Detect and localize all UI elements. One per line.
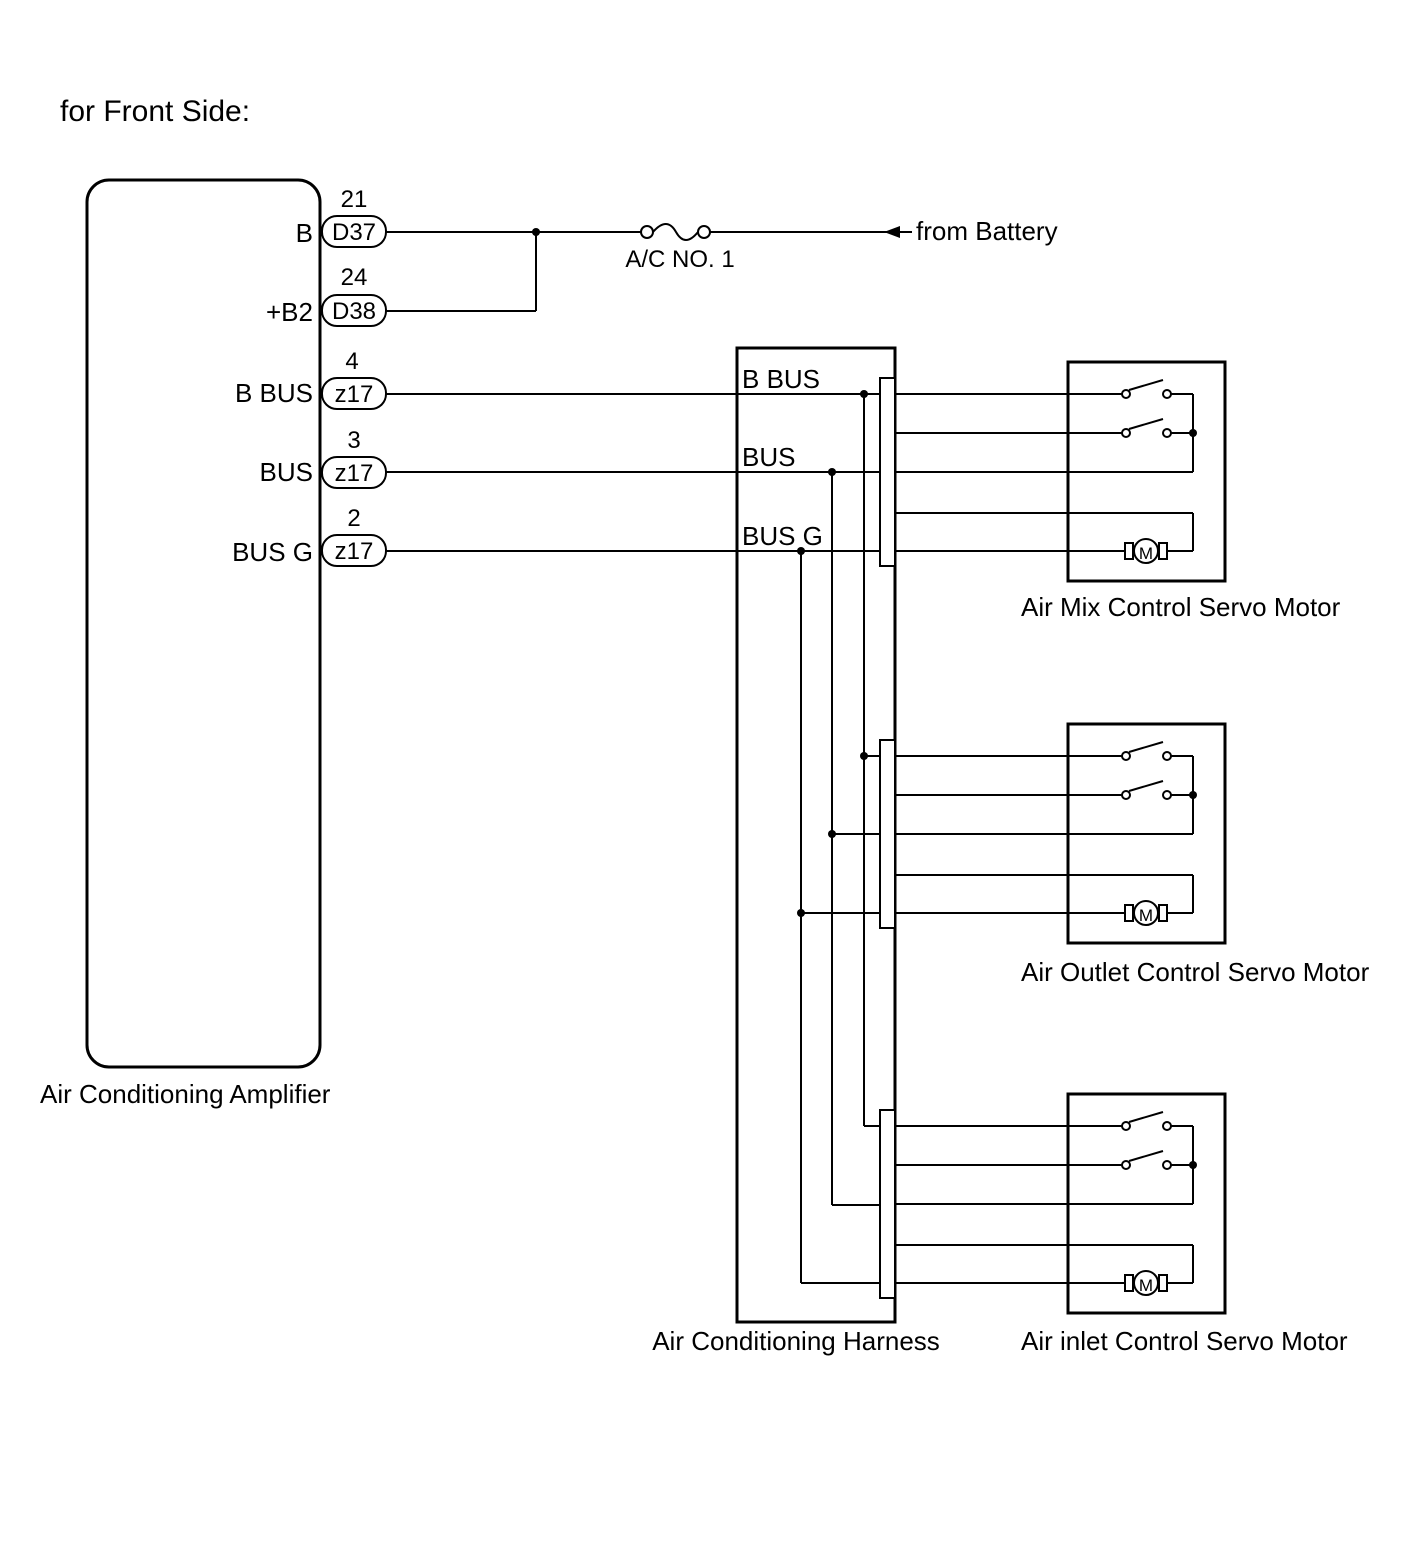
switch-icon [1128,379,1164,391]
motor-box [1066,722,1227,945]
harness-connector [879,1109,896,1299]
motor-box [1066,1092,1227,1315]
harness-connector [879,739,896,929]
connector-label-d37: D37 [332,219,376,246]
junction-dot [860,752,868,760]
connector-label-d38: D38 [332,298,376,325]
switch-icon [1128,1111,1164,1123]
fuse-icon [652,223,699,241]
fuse-terminal [640,225,654,239]
connector-label-z17-4: z17 [335,381,374,408]
junction-dot [860,390,868,398]
svg-text:M: M [1139,1276,1153,1295]
servo-module-air-outlet: M Air Outlet Control Servo Motor [879,722,1370,987]
amplifier-box [85,178,322,1069]
pin-number-21: 21 [341,186,368,213]
motor-label-air-outlet: Air Outlet Control Servo Motor [1021,957,1370,987]
switch-icon [1128,418,1164,430]
fuse-label: A/C NO. 1 [625,246,734,273]
junction-dot [828,468,836,476]
page-title: for Front Side: [60,95,250,128]
junction-dot [797,909,805,917]
motor-box [1066,360,1227,583]
junction-dot [532,228,540,236]
arrow-icon [884,226,900,238]
pin-number-2: 2 [347,505,360,532]
motor-label-air-inlet: Air inlet Control Servo Motor [1021,1326,1348,1356]
motor-label-air-mix: Air Mix Control Servo Motor [1021,592,1341,622]
connector-label-z17-3: z17 [335,460,374,487]
terminal-label-b2: +B2 [266,297,313,327]
switch-icon [1128,741,1164,753]
pin-number-4: 4 [345,348,358,375]
servo-module-air-inlet: M Air inlet Control Servo Motor [879,1092,1348,1356]
harness-label: Air Conditioning Harness [652,1326,940,1356]
junction-dot [797,547,805,555]
connector-label-z17-2: z17 [335,538,374,565]
pin-number-3: 3 [347,427,360,454]
svg-text:M: M [1139,906,1153,925]
motor-icon [1133,900,1159,926]
pin-number-24: 24 [341,264,368,291]
harness-line-bus: BUS [742,442,795,472]
junction-dot [828,830,836,838]
fuse-terminal [697,225,711,239]
harness-line-b-bus: B BUS [742,364,820,394]
motor-icon [1133,1270,1159,1296]
motor-icon [1133,538,1159,564]
terminal-label-b: B [296,218,313,248]
harness-connector [879,377,896,567]
harness-line-bus-g: BUS G [742,521,823,551]
switch-icon [1128,1150,1164,1162]
terminal-label-bus: BUS [260,457,313,487]
terminal-label-b-bus: B BUS [235,378,313,408]
terminal-label-bus-g: BUS G [232,537,313,567]
amplifier-label: Air Conditioning Amplifier [40,1079,331,1109]
switch-icon [1128,780,1164,792]
battery-label: from Battery [916,216,1058,246]
svg-text:M: M [1139,544,1153,563]
servo-module-air-mix: M Air Mix Control Servo Motor [879,360,1341,622]
